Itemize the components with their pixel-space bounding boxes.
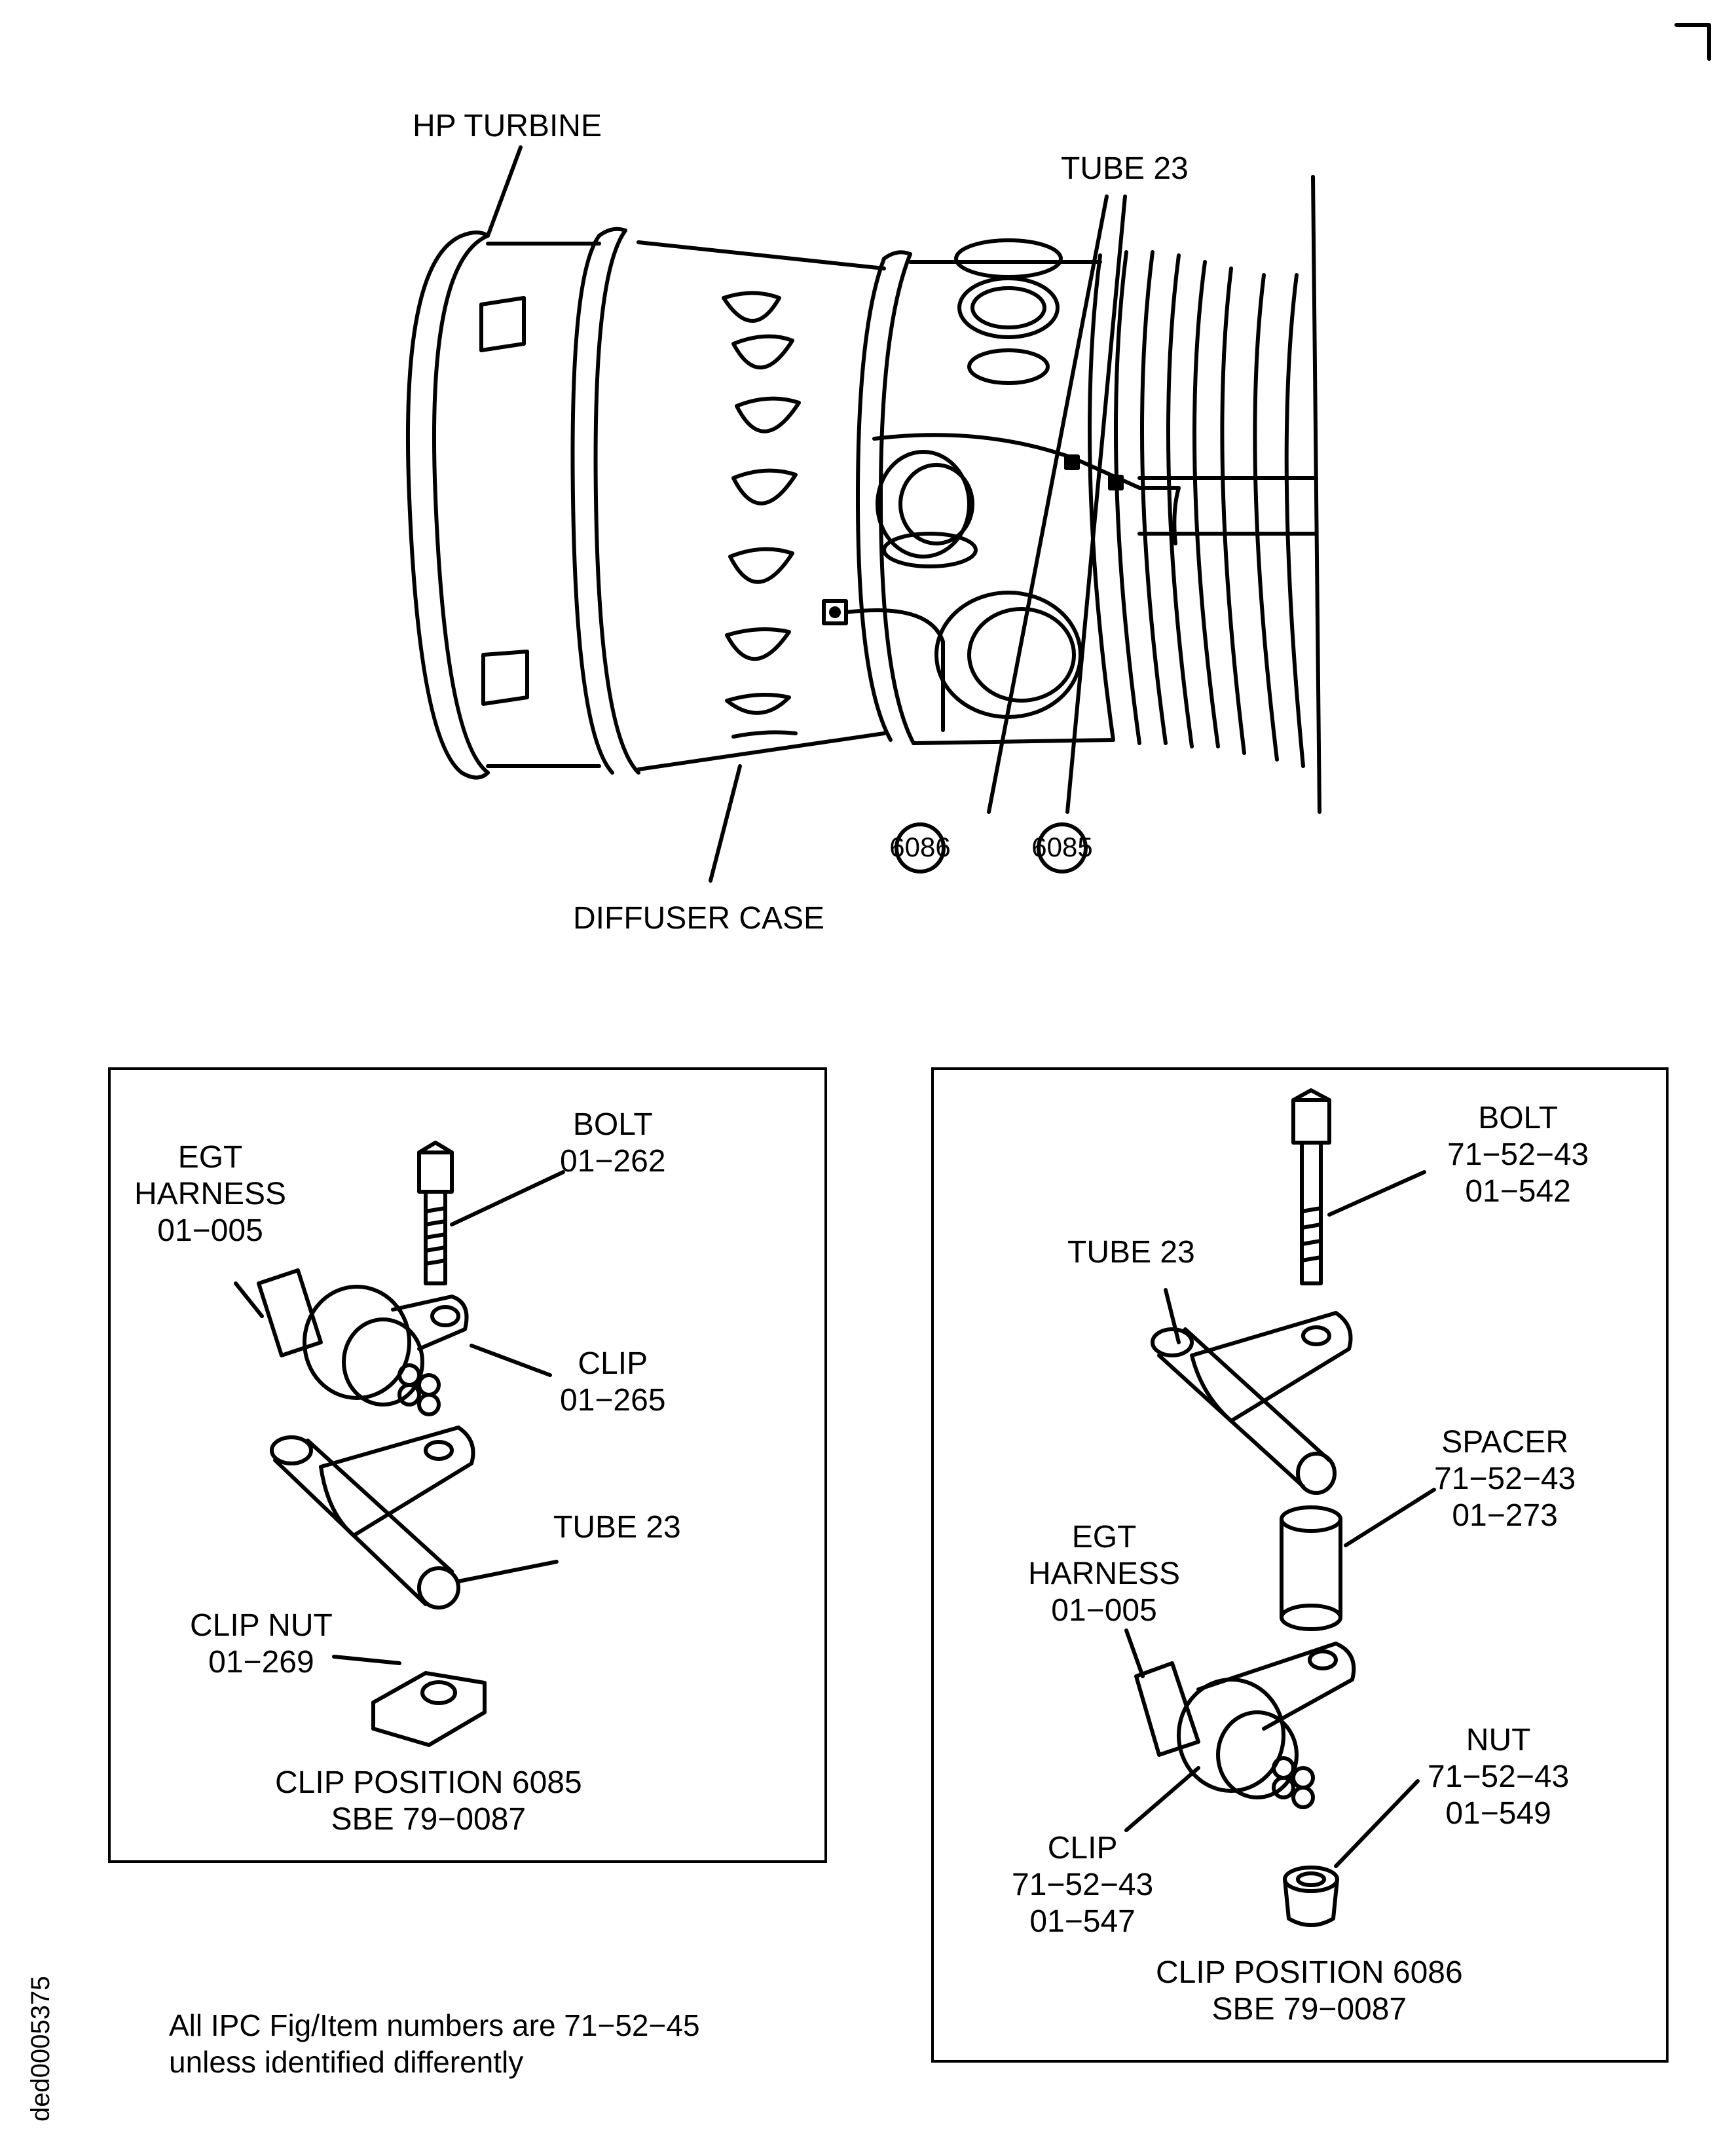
clip-position-6085-panel [108, 1067, 827, 1863]
label-hp-turbine: HP TURBINE [413, 109, 602, 143]
right-panel-drawing [1124, 1088, 1436, 1927]
callout-6086: 6086 [889, 832, 951, 862]
label-tube-23: TUBE 23 [1061, 151, 1189, 186]
corner-mark [1674, 23, 1711, 61]
left-panel-drawing [234, 1141, 565, 1747]
footnote: All IPC Fig/Item numbers are 71−52−45 un… [169, 2008, 700, 2079]
clip-position-6086-panel [931, 1067, 1669, 2063]
engine-case-drawing [405, 145, 1321, 883]
callout-6085: 6085 [1031, 832, 1093, 862]
label-tube-23-right: TUBE 23 [1067, 1235, 1195, 1270]
label-diffuser-case: DIFFUSER CASE [573, 901, 825, 936]
figure-id: ded0005375 [26, 1976, 55, 2122]
label-tube-23-left: TUBE 23 [553, 1510, 681, 1545]
